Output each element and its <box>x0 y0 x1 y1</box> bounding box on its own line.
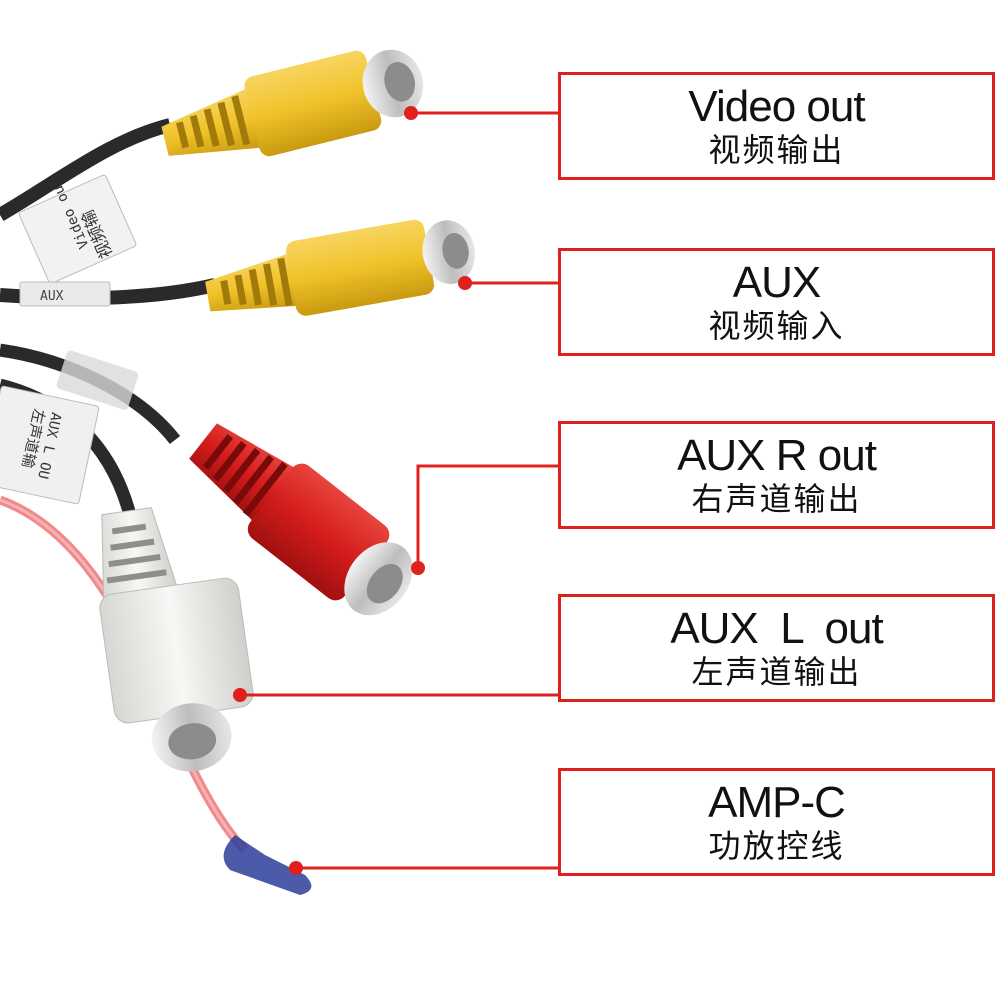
marker-dot-aux-r <box>411 561 425 575</box>
marker-dot-video-out <box>404 106 418 120</box>
video-cable <box>0 118 172 222</box>
label-box-aux-l-out: AUX L out 左声道输出 <box>558 594 995 702</box>
aux-tag-text: AUX <box>40 289 64 304</box>
aux-l-connector <box>99 507 254 772</box>
label-box-aux-r-out: AUX R out 右声道输出 <box>558 421 995 529</box>
label-cn: 右声道输出 <box>691 480 862 518</box>
video-cable-tag: 视频输 Video ou <box>18 174 137 284</box>
aux-l-cable-tag: AUX L OU 左声道输 <box>0 385 100 505</box>
label-en: AUX <box>732 258 821 307</box>
label-en: Video out <box>688 82 865 131</box>
label-box-video-out: Video out 视频输出 <box>558 72 995 180</box>
video-out-connector <box>161 49 424 157</box>
label-en: AUX L out <box>670 604 883 653</box>
aux-cable-tag: AUX <box>19 281 111 307</box>
label-cn: 左声道输出 <box>691 653 862 691</box>
leader-lines <box>240 111 558 870</box>
leader-line-aux-r <box>416 464 558 568</box>
aux-connector <box>205 219 475 316</box>
label-en: AUX R out <box>677 431 877 480</box>
label-cn: 视频输出 <box>708 131 845 169</box>
label-cn: 视频输入 <box>708 307 845 345</box>
label-en: AMP-C <box>708 778 846 827</box>
aux-r-connector <box>189 423 413 616</box>
amp-c-wire-tip <box>223 835 312 895</box>
label-box-aux: AUX 视频输入 <box>558 248 995 356</box>
label-cn: 功放控线 <box>708 827 845 865</box>
marker-dot-amp-c <box>289 861 303 875</box>
marker-dot-aux <box>458 276 472 290</box>
label-box-amp-c: AMP-C 功放控线 <box>558 768 995 876</box>
marker-dot-aux-l <box>233 688 247 702</box>
